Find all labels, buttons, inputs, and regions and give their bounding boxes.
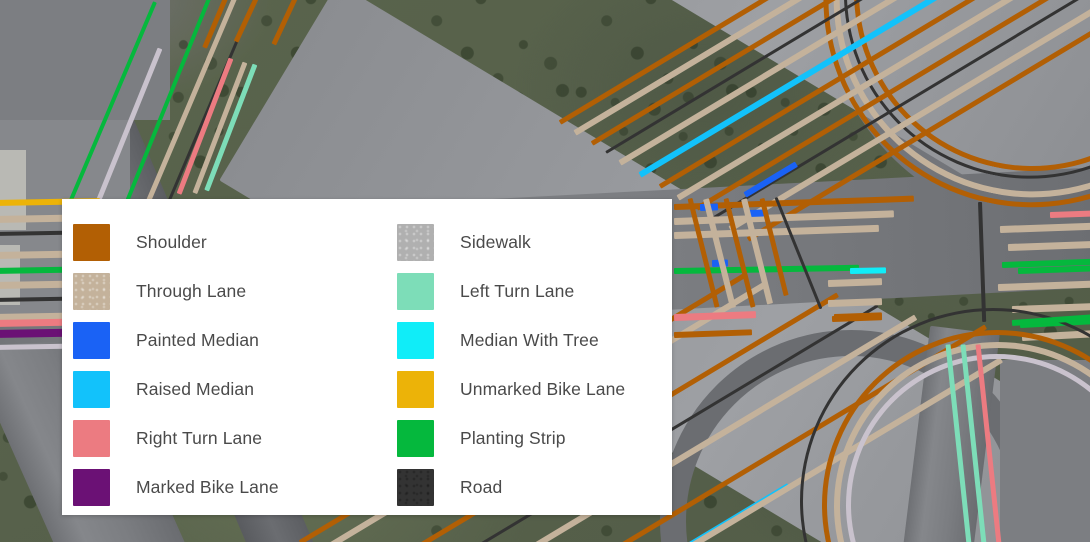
legend-label: Sidewalk — [460, 232, 531, 252]
legend-item-through-lane[interactable]: Through Lane — [73, 267, 397, 316]
overlay-median-with-tree — [849, 267, 887, 274]
map-legend-panel[interactable]: Shoulder Through Lane Painted Median Rai… — [62, 199, 672, 515]
parking-lot-northwest — [0, 0, 170, 120]
color-swatch-median-with-tree — [397, 322, 435, 359]
legend-item-painted-median[interactable]: Painted Median — [73, 316, 397, 365]
color-swatch-unmarked-bike-lane — [397, 371, 435, 408]
legend-label: Raised Median — [136, 379, 255, 399]
legend-label: Unmarked Bike Lane — [460, 379, 626, 399]
legend-item-road[interactable]: Road — [397, 463, 672, 512]
legend-column-left: Shoulder Through Lane Painted Median Rai… — [62, 218, 397, 515]
legend-item-left-turn-lane[interactable]: Left Turn Lane — [397, 267, 672, 316]
building-west-2 — [0, 245, 20, 305]
color-swatch-raised-median — [73, 371, 110, 408]
legend-item-right-turn-lane[interactable]: Right Turn Lane — [73, 414, 397, 463]
legend-label: Right Turn Lane — [136, 428, 263, 448]
legend-label: Through Lane — [136, 281, 247, 301]
legend-item-raised-median[interactable]: Raised Median — [73, 365, 397, 414]
legend-item-marked-bike-lane[interactable]: Marked Bike Lane — [73, 463, 397, 512]
legend-item-median-with-tree[interactable]: Median With Tree — [397, 316, 672, 365]
color-swatch-planting-strip — [397, 420, 435, 457]
legend-label: Left Turn Lane — [460, 281, 575, 301]
color-swatch-through-lane — [73, 273, 110, 310]
legend-label: Shoulder — [136, 232, 207, 252]
legend-item-sidewalk[interactable]: Sidewalk — [397, 218, 672, 267]
legend-column-right: Sidewalk Left Turn Lane Median With Tree… — [397, 218, 672, 515]
legend-label: Painted Median — [136, 330, 260, 350]
color-swatch-painted-median — [73, 322, 110, 359]
color-swatch-right-turn-lane — [73, 420, 110, 457]
legend-item-shoulder[interactable]: Shoulder — [73, 218, 397, 267]
color-swatch-marked-bike-lane — [73, 469, 110, 506]
color-swatch-shoulder — [73, 224, 110, 261]
color-swatch-sidewalk — [397, 224, 435, 261]
color-swatch-left-turn-lane — [397, 273, 435, 310]
legend-item-planting-strip[interactable]: Planting Strip — [397, 414, 672, 463]
color-swatch-road — [397, 469, 435, 506]
legend-label: Marked Bike Lane — [136, 477, 279, 497]
legend-item-unmarked-bike-lane[interactable]: Unmarked Bike Lane — [397, 365, 672, 414]
legend-label: Road — [460, 477, 503, 497]
legend-label: Planting Strip — [460, 428, 566, 448]
legend-label: Median With Tree — [460, 330, 599, 350]
